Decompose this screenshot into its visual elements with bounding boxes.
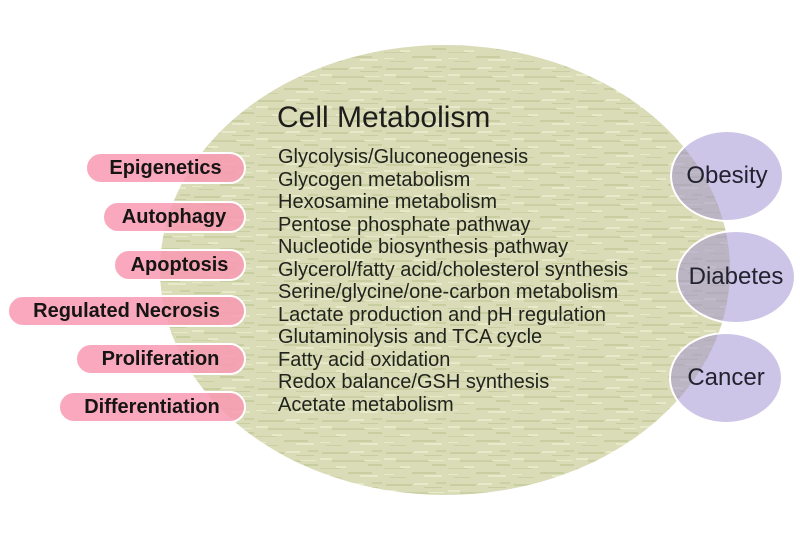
cell-metabolism-ellipse	[160, 45, 730, 495]
pill-differentiation: Differentiation	[58, 391, 246, 423]
pill-label: Proliferation	[101, 347, 220, 370]
disease-label: Cancer	[687, 364, 765, 391]
disease-ellipse-obesity: Obesity	[670, 130, 784, 222]
pathway-item: Glutaminolysis and TCA cycle	[278, 326, 543, 348]
disease-label: Obesity	[686, 162, 768, 189]
pill-label: Apoptosis	[130, 253, 229, 276]
pathway-item: Redox balance/GSH synthesis	[278, 371, 550, 393]
pathway-item: Glycolysis/Gluconeogenesis	[278, 146, 529, 168]
pathway-item: Nucleotide biosynthesis pathway	[278, 236, 569, 258]
pill-label: Regulated Necrosis	[33, 299, 220, 322]
pathway-item: Glycogen metabolism	[278, 168, 471, 191]
pill-label: Epigenetics	[109, 156, 222, 179]
pathway-item: Hexosamine metabolism	[278, 191, 497, 213]
disease-label: Diabetes	[688, 263, 784, 290]
pathway-item: Serine/glycine/one-carbon metabolism	[278, 281, 619, 303]
pathway-item: Lactate production and pH regulation	[278, 303, 607, 326]
pill-epigenetics: Epigenetics	[85, 152, 246, 184]
disease-ellipse-diabetes: Diabetes	[676, 230, 796, 324]
pathway-item: Glycerol/fatty acid/cholesterol synthesi…	[278, 258, 629, 281]
disease-ellipse-cancer: Cancer	[669, 332, 783, 424]
pill-autophagy: Autophagy	[102, 201, 246, 233]
pathway-list: Glycolysis/Gluconeogenesis Glycogen meta…	[278, 146, 628, 416]
pathway-item: Fatty acid oxidation	[278, 348, 451, 371]
pill-apoptosis: Apoptosis	[113, 249, 246, 281]
pathway-item: Acetate metabolism	[278, 393, 454, 416]
pill-label: Differentiation	[84, 395, 220, 418]
pill-label: Autophagy	[121, 205, 227, 228]
cell-metabolism-title: Cell Metabolism	[277, 101, 491, 134]
pill-regulated-necrosis: Regulated Necrosis	[7, 295, 246, 327]
pill-proliferation: Proliferation	[75, 343, 246, 375]
pathway-item: Pentose phosphate pathway	[278, 213, 531, 236]
